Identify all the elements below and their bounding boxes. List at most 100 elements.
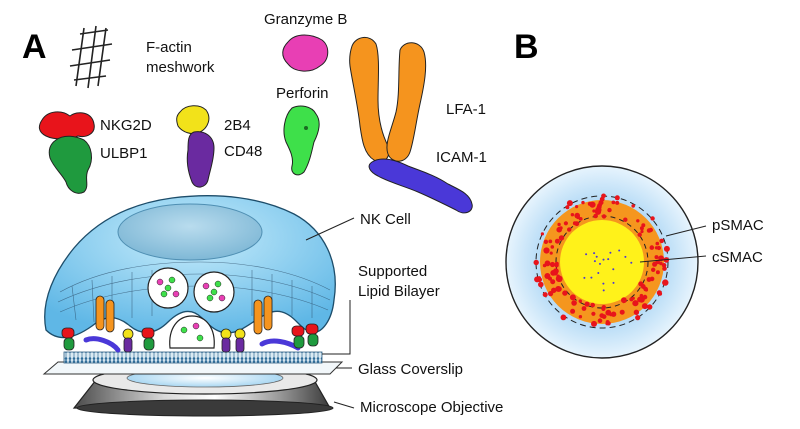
psmac-dot <box>637 232 642 237</box>
objective-callout-line <box>333 401 355 409</box>
psmac-dot <box>632 300 639 307</box>
psmac-dot <box>538 281 544 288</box>
nk-cell-callout-line <box>305 217 355 241</box>
ulbp1-icon <box>48 135 92 194</box>
psmac-dot <box>635 315 641 321</box>
cd48-label: CD48 <box>224 143 262 160</box>
icam-1-icon <box>368 158 473 214</box>
psmac-dot <box>555 286 561 292</box>
csmac-dot <box>599 262 601 265</box>
psmac-dot <box>601 214 607 219</box>
psmac-dot <box>633 309 640 315</box>
psmac-dot <box>641 303 648 310</box>
coverslip-label: Glass Coverslip <box>358 361 463 378</box>
csmac-dots <box>583 249 633 292</box>
psmac-dot <box>554 238 560 244</box>
glass-coverslip <box>42 361 344 375</box>
psmac-dot <box>623 217 628 222</box>
psmac-dot <box>647 304 653 310</box>
psmac-dot <box>601 306 606 311</box>
csmac-dot <box>593 252 596 255</box>
psmac-dot <box>593 213 598 219</box>
psmac-dot <box>544 260 550 266</box>
bilayer-label-line1: Supported <box>358 263 427 280</box>
granule-docked <box>169 315 215 349</box>
granule-left <box>147 267 189 309</box>
psmac-dot <box>581 306 587 311</box>
csmac-dot <box>590 276 593 279</box>
psmac-dot <box>544 273 551 279</box>
psmac-dot <box>574 212 580 219</box>
psmac-dot <box>621 297 627 304</box>
nucleus <box>117 203 263 261</box>
csmac-dot <box>612 281 615 284</box>
2b4-label: 2B4 <box>224 117 251 134</box>
psmac-dot <box>631 204 635 208</box>
psmac-dot <box>566 200 573 207</box>
granzyme-b-icon <box>282 34 329 72</box>
psmac-dot <box>575 205 579 209</box>
psmac-dot <box>640 229 644 234</box>
synapse-receptors-left <box>61 295 155 353</box>
psmac-dot <box>578 217 583 221</box>
csmac-dot <box>595 255 598 258</box>
granule-right <box>193 271 235 313</box>
psmac-dot <box>533 259 539 266</box>
psmac-dot <box>599 313 605 318</box>
psmac-dot <box>549 261 556 268</box>
nk-cell-label: NK Cell <box>360 211 411 228</box>
psmac-dot <box>554 263 559 268</box>
psmac-dot <box>563 221 569 226</box>
psmac-dot <box>550 279 556 285</box>
bilayer-label-line2: Lipid Bilayer <box>358 283 440 300</box>
psmac-dot <box>662 266 667 271</box>
synapse-receptors-right <box>220 295 319 353</box>
psmac-dot <box>636 219 640 223</box>
lfa-1-label: LFA-1 <box>446 101 486 118</box>
psmac-dot <box>651 267 656 272</box>
csmac-dot <box>609 251 612 254</box>
lipid-bilayer <box>63 351 323 364</box>
psmac-dot <box>614 195 620 201</box>
cd48-icon <box>186 131 215 188</box>
psmac-dot <box>639 226 644 231</box>
meshwork-label: meshwork <box>146 59 215 76</box>
psmac-dot <box>615 200 620 205</box>
psmac-dot <box>662 279 669 286</box>
psmac-dot <box>570 308 576 314</box>
psmac-dot <box>565 205 570 210</box>
nkg2d-label: NKG2D <box>100 117 152 134</box>
psmac-callout-line <box>665 225 707 237</box>
lfa-1-icon <box>349 37 427 163</box>
psmac-dot <box>584 301 590 307</box>
csmac-region <box>560 220 644 304</box>
psmac-dot <box>550 245 555 249</box>
psmac-dot <box>611 200 616 205</box>
psmac-dot <box>650 216 655 221</box>
psmac-label: pSMAC <box>712 217 764 234</box>
psmac-dot <box>537 276 541 280</box>
psmac-dot <box>558 235 565 241</box>
psmac-dot <box>562 290 568 296</box>
f-actin-meshwork-icon <box>69 25 113 89</box>
psmac-dot <box>619 309 625 315</box>
psmac-dot <box>629 297 634 302</box>
granzyme-b-label: Granzyme B <box>264 11 347 28</box>
perforin-label: Perforin <box>276 85 329 102</box>
psmac-dot <box>601 193 606 199</box>
psmac-dot <box>607 207 612 213</box>
psmac-dot <box>560 314 567 321</box>
psmac-dot <box>567 227 572 232</box>
psmac-dot <box>543 247 550 254</box>
psmac-dot <box>557 222 561 227</box>
psmac-dot <box>540 232 545 236</box>
psmac-dot <box>571 300 577 306</box>
csmac-callout-line <box>639 255 707 263</box>
psmac-dot <box>655 270 660 275</box>
csmac-dot <box>602 258 605 261</box>
psmac-dot <box>646 277 652 282</box>
objective-label: Microscope Objective <box>360 399 503 416</box>
csmac-dot <box>602 289 605 292</box>
psmac-dot <box>609 312 613 317</box>
